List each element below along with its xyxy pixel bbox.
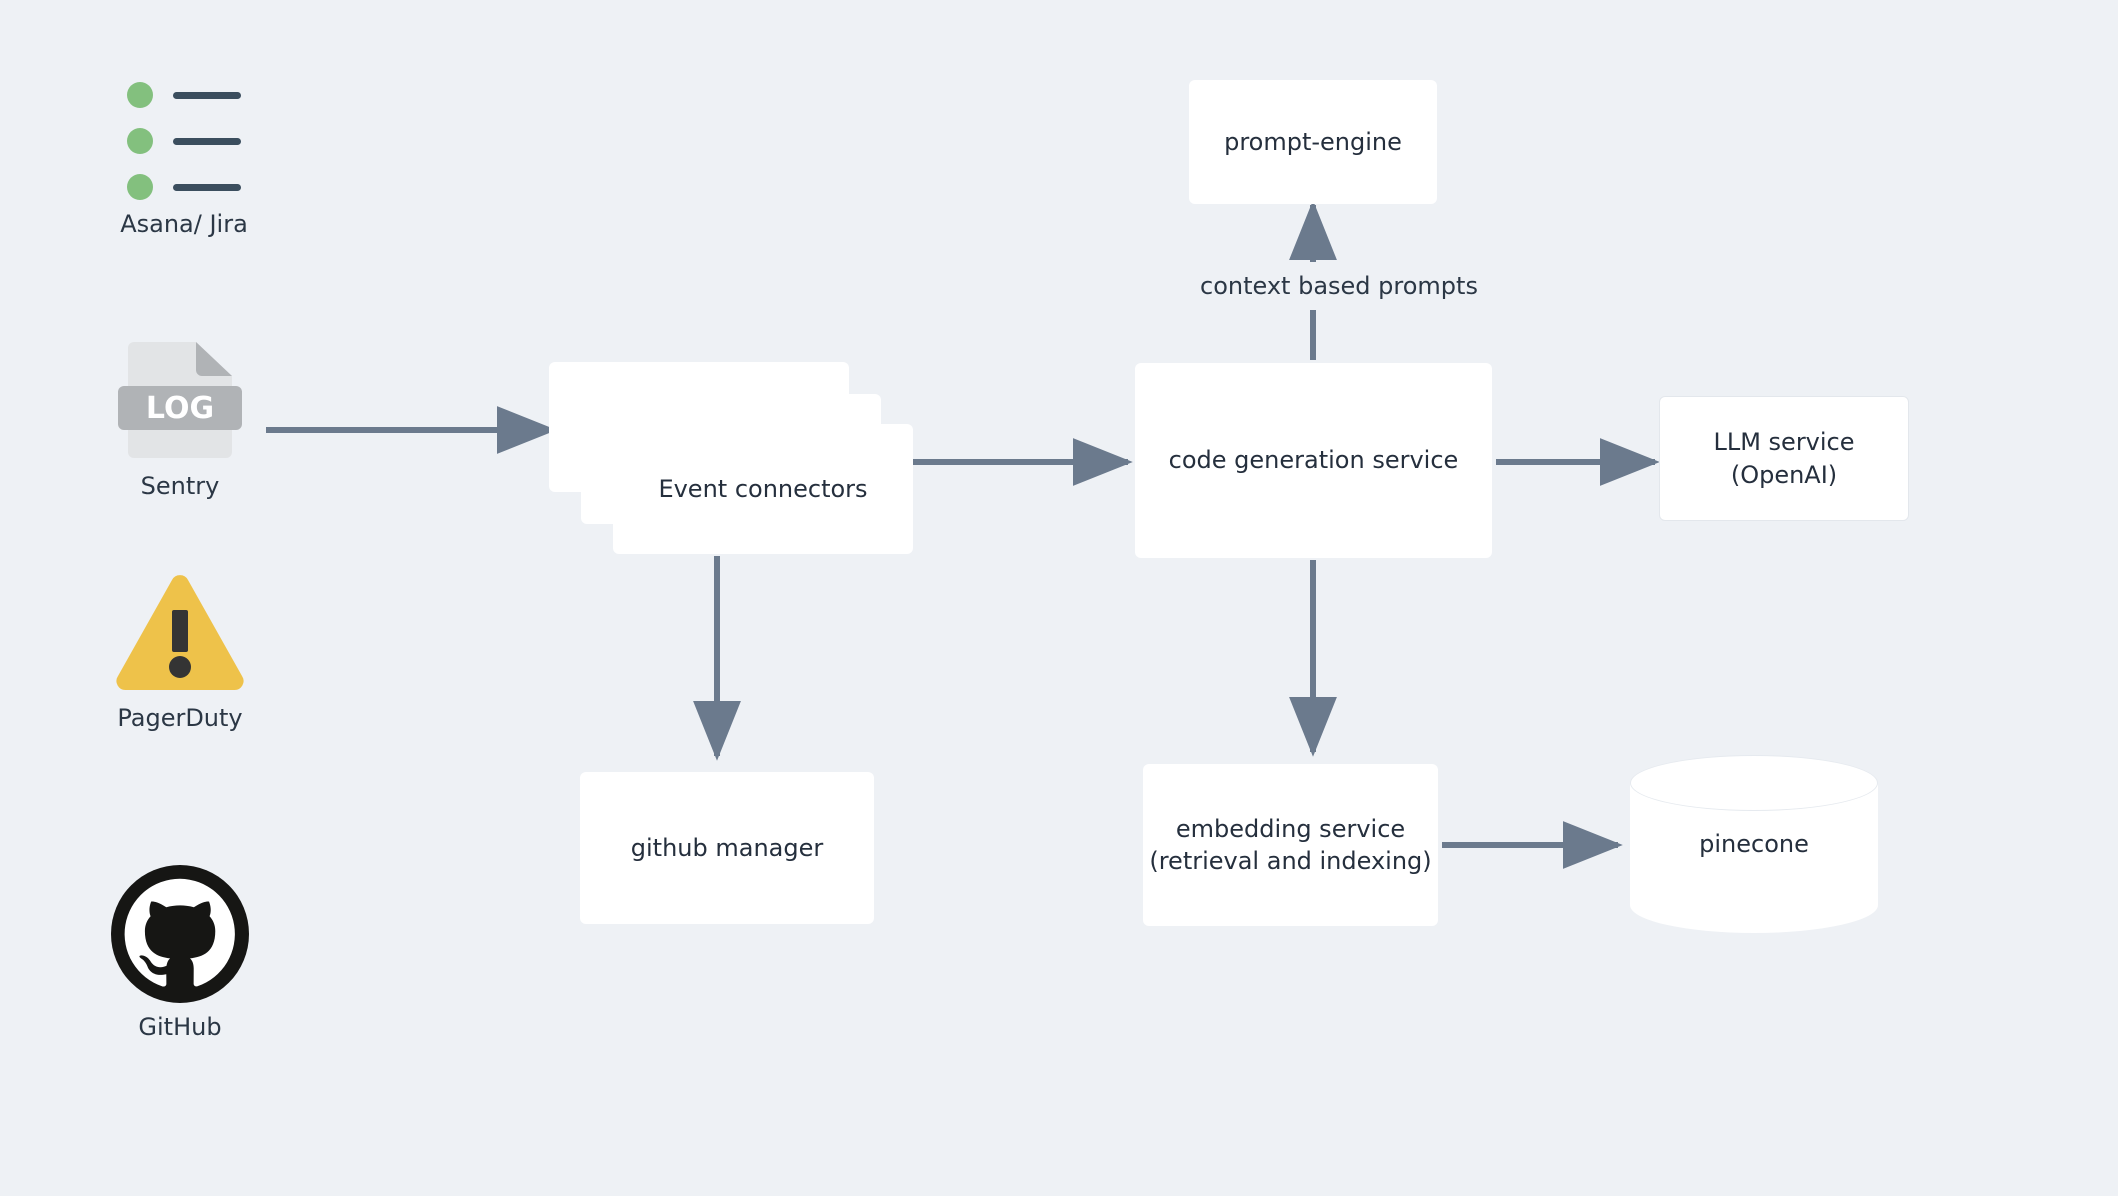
task-list-bar [173,183,241,191]
pinecone-cylinder-top [1630,755,1878,811]
source-pagerduty[interactable]: PagerDuty [96,572,264,732]
node-label-llm-service: LLM service (OpenAI) [1713,428,1855,489]
node-embedding-service[interactable]: embedding service (retrieval and indexin… [1143,764,1438,926]
node-label-embedding-service: embedding service [1175,814,1406,843]
source-asana-jira[interactable]: Asana/ Jira [104,82,264,238]
log-file-icon: LOG [118,342,242,458]
task-list-dot-icon [127,82,153,108]
warning-triangle-icon [116,575,244,691]
node-event-connectors[interactable]: Event connectors [549,362,913,554]
node-code-generation-service[interactable]: code generation service [1135,363,1492,558]
task-list-bar [173,137,241,145]
source-sentry[interactable]: LOG Sentry [96,338,264,500]
node-prompt-engine[interactable]: prompt-engine [1189,80,1437,204]
node-pinecone[interactable]: pinecone [1630,755,1878,933]
node-label-code-generation-service: code generation service [1168,446,1459,475]
task-list-dot-icon [127,174,153,200]
event-connectors-card-front[interactable]: Event connectors [613,424,913,554]
node-label-github-manager: github manager [630,833,824,862]
source-label-pagerduty: PagerDuty [117,704,243,732]
task-list-row [127,128,241,154]
task-list-row [127,174,241,200]
node-label-pinecone: pinecone [1699,830,1809,858]
source-label-github: GitHub [138,1013,222,1041]
node-label-event-connectors: Event connectors [658,474,868,503]
task-list-icon [127,82,241,200]
node-github-manager[interactable]: github manager [580,772,874,924]
source-label-asana-jira: Asana/ Jira [120,210,248,238]
task-list-row [127,82,241,108]
node-llm-service[interactable]: LLM service (OpenAI) [1659,396,1909,521]
task-list-bar [173,91,241,99]
source-label-sentry: Sentry [140,472,220,500]
github-octocat-icon [111,865,249,1003]
node-label-embedding-service-line2: (retrieval and indexing) [1149,847,1432,875]
edge-label-context-based-prompts: context based prompts [1200,272,1478,300]
task-list-dot-icon [127,128,153,154]
log-badge-text: LOG [146,391,214,426]
node-label-prompt-engine: prompt-engine [1224,127,1402,156]
source-github[interactable]: GitHub [96,865,264,1041]
